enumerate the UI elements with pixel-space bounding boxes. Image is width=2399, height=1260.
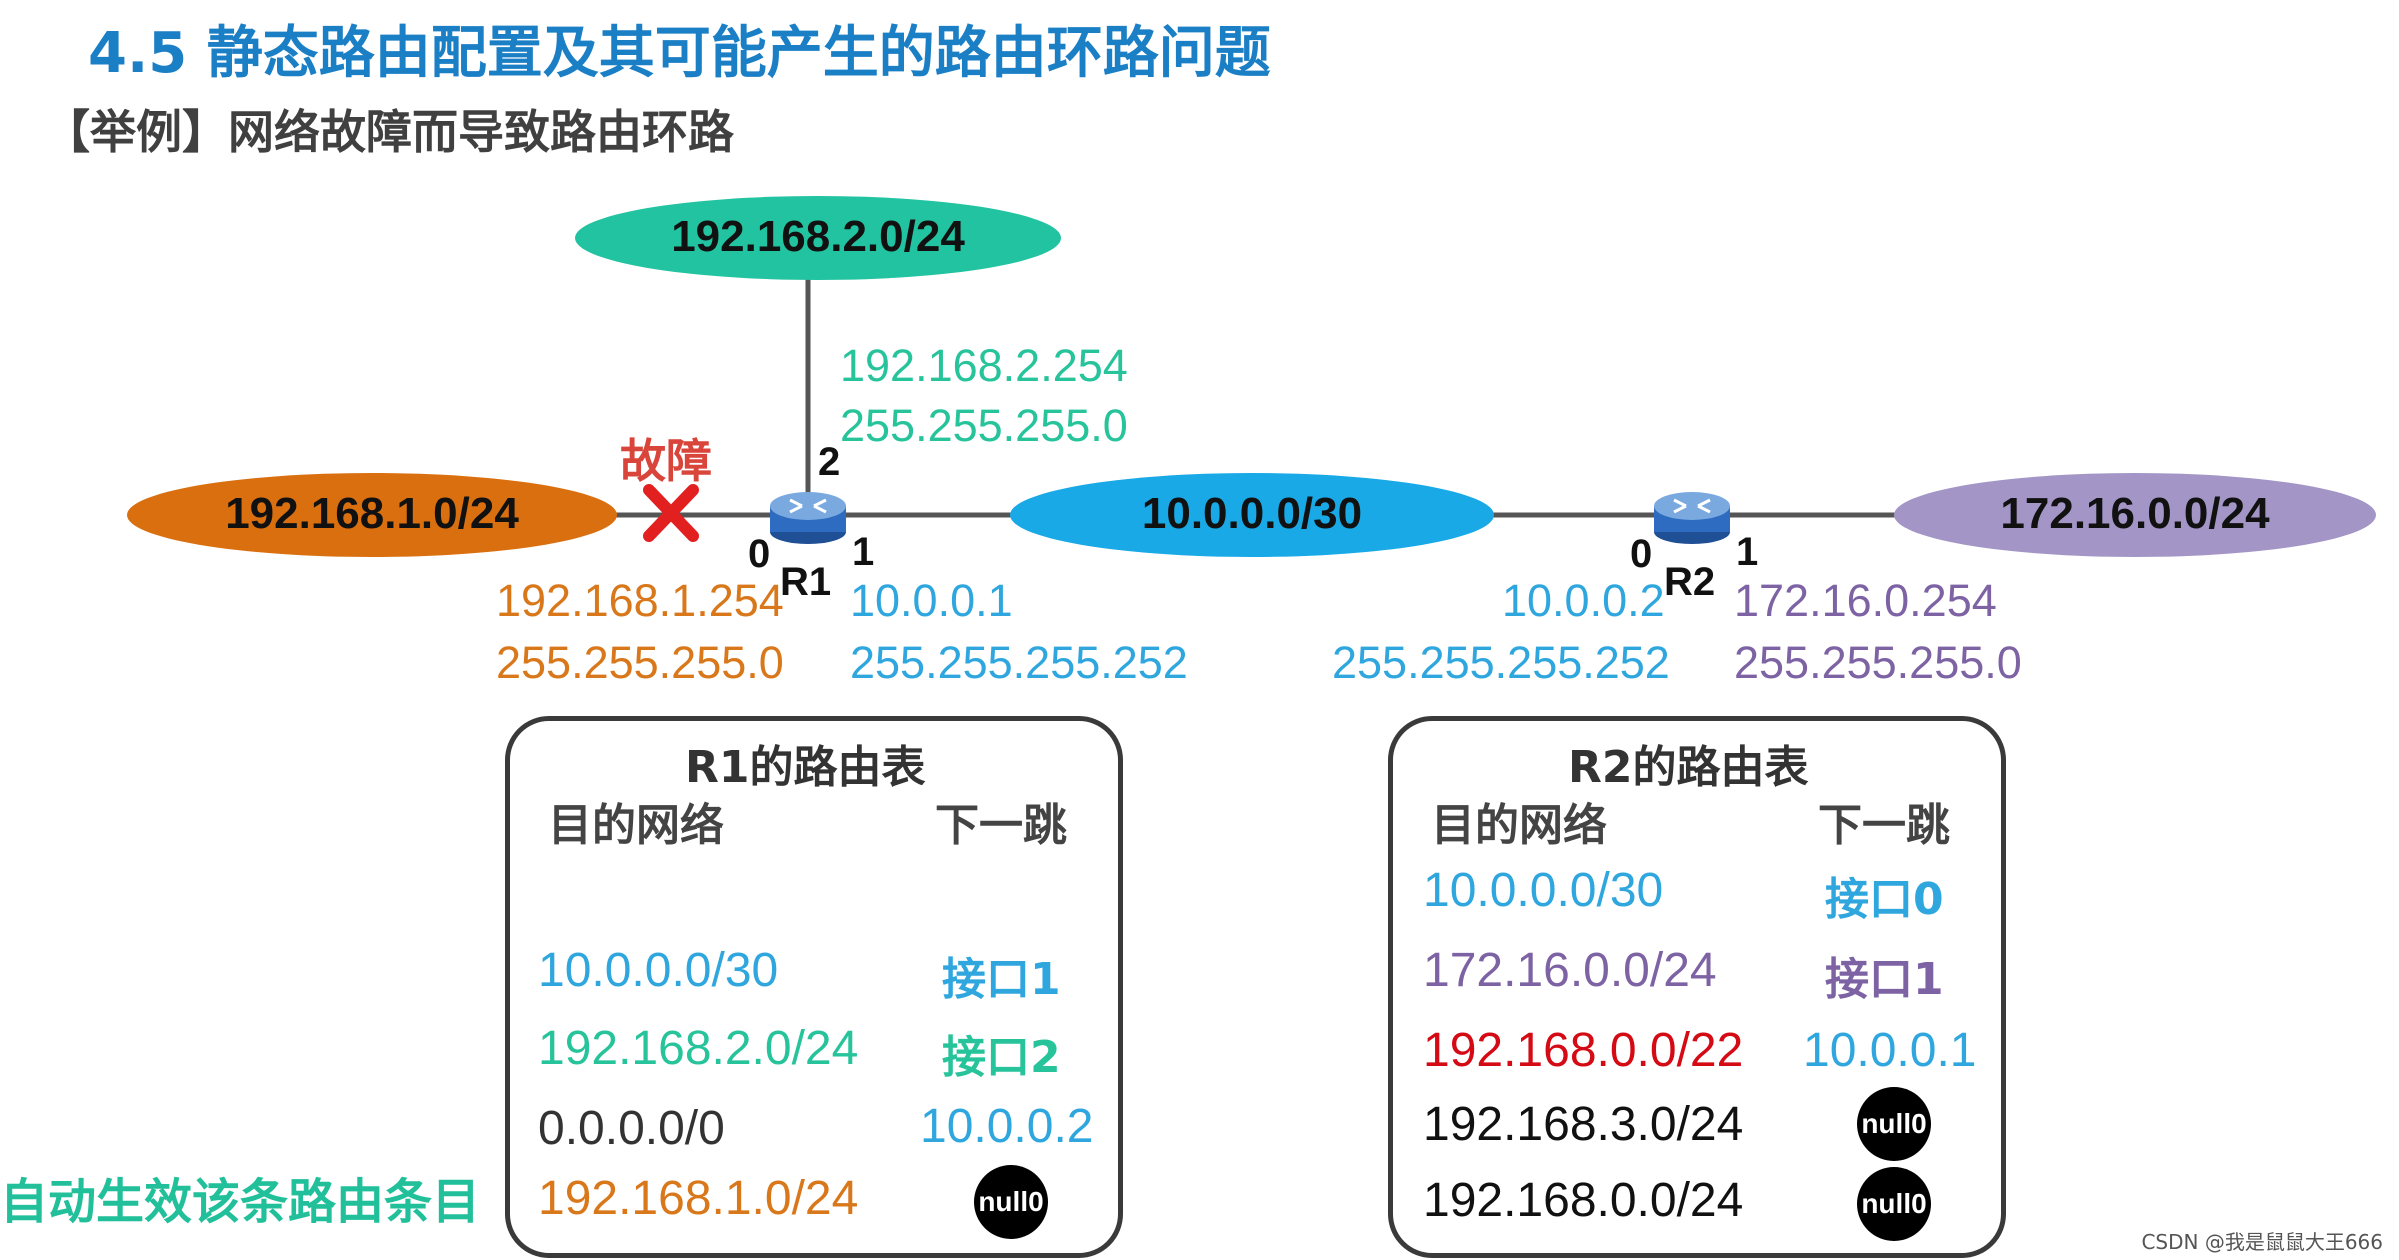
network-ellipse-right <box>1894 473 2376 557</box>
r2-if0-ip: 10.0.0.2 <box>1502 575 1665 626</box>
table-row-dest: 10.0.0.0/30 <box>1423 864 1664 917</box>
table-row-next: 接口1 <box>942 954 1061 1005</box>
network-mid-label: 10.0.0.0/30 <box>1141 489 1363 538</box>
table-row-next: 10.0.0.2 <box>920 1100 1094 1153</box>
r1-if0-ip: 192.168.1.254 <box>496 575 784 626</box>
r2-table-title: R2的路由表 <box>1568 742 1809 793</box>
r2-col-dest: 目的网络 <box>1431 800 1607 851</box>
network-ellipse-left <box>127 473 617 557</box>
r1-if0-number: 0 <box>748 532 771 576</box>
null0-badge: null0 <box>974 1165 1048 1239</box>
network-ellipse-top <box>575 196 1061 280</box>
r1-col-dest: 目的网络 <box>548 800 724 851</box>
r2-if1-mask: 255.255.255.0 <box>1734 637 2022 688</box>
r1-if2-number: 2 <box>818 440 841 484</box>
table-row-dest: 192.168.3.0/24 <box>1423 1098 1744 1151</box>
r2-if1-ip: 172.16.0.254 <box>1734 575 1997 626</box>
null0-badge: null0 <box>1857 1167 1931 1241</box>
r1-name: R1 <box>780 560 832 604</box>
table-row-dest: 0.0.0.0/0 <box>538 1102 725 1155</box>
page-subtitle: 【举例】网络故障而导致路由环路 <box>44 105 734 159</box>
fault-x-icon <box>643 484 699 542</box>
table-row-dest: 172.16.0.0/24 <box>1423 944 1717 997</box>
r2-if0-number: 0 <box>1630 532 1653 576</box>
r1-if2-mask: 255.255.255.0 <box>840 400 1128 451</box>
r2-col-next: 下一跳 <box>1818 800 1950 851</box>
r2-name: R2 <box>1664 560 1716 604</box>
table-row-dest: 10.0.0.0/30 <box>538 944 779 997</box>
network-left-label: 192.168.1.0/24 <box>225 489 519 538</box>
r1-if1-mask: 255.255.255.252 <box>850 637 1188 688</box>
table-row-dest: 192.168.2.0/24 <box>538 1022 859 1075</box>
table-row-next: 接口2 <box>942 1032 1061 1083</box>
r1-if0-mask: 255.255.255.0 <box>496 637 784 688</box>
table-row-dest: 192.168.0.0/24 <box>1423 1174 1744 1227</box>
r2-if1-number: 1 <box>1736 530 1759 574</box>
table-row-dest: 192.168.1.0/24 <box>538 1172 859 1225</box>
auto-route-note: 自动生效该条路由条目 <box>0 1174 481 1230</box>
fault-label: 故障 <box>620 434 712 488</box>
table-row-dest: 192.168.0.0/22 <box>1423 1024 1744 1077</box>
null0-badge: null0 <box>1857 1087 1931 1161</box>
r2-if0-mask: 255.255.255.252 <box>1332 637 1670 688</box>
r1-table-title: R1的路由表 <box>685 742 926 793</box>
page-title: 4.5 静态路由配置及其可能产生的路由环路问题 <box>88 21 1271 86</box>
table-row-next: 接口0 <box>1825 874 1944 925</box>
r1-routing-table: R1的路由表 目的网络 下一跳 10.0.0.0/30 接口1 192.168.… <box>505 716 1123 1258</box>
watermark: CSDN @我是鼠鼠大王666 <box>2141 1230 2383 1254</box>
network-right-label: 172.16.0.0/24 <box>2000 489 2270 538</box>
table-row-next: 接口1 <box>1825 954 1944 1005</box>
network-ellipse-mid <box>1010 473 1494 557</box>
router-r2-icon <box>1654 492 1730 544</box>
r1-if1-ip: 10.0.0.1 <box>850 575 1013 626</box>
r1-if2-ip: 192.168.2.254 <box>840 340 1128 391</box>
r1-col-next: 下一跳 <box>935 800 1067 851</box>
r1-if1-number: 1 <box>852 530 875 574</box>
router-r1-icon <box>770 492 846 544</box>
r2-routing-table: R2的路由表 目的网络 下一跳 10.0.0.0/30 接口0 172.16.0… <box>1388 716 2006 1258</box>
table-row-next: 10.0.0.1 <box>1803 1024 1977 1077</box>
network-top-label: 192.168.2.0/24 <box>671 212 965 261</box>
